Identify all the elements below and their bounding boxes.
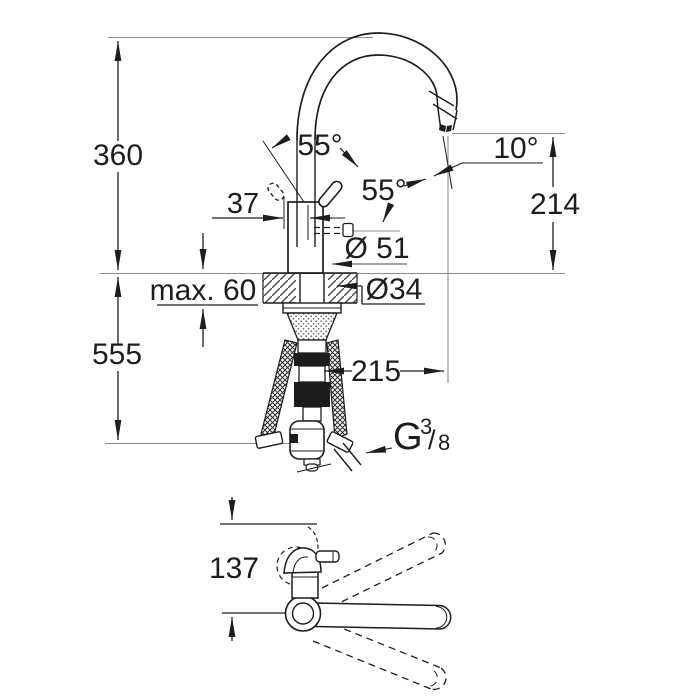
body-top-view [291, 569, 319, 599]
spout-outlet [428, 90, 458, 132]
dim-55deg-back: 55° [262, 129, 359, 203]
dim-214-label: 214 [530, 188, 580, 221]
dim-360: 360 [93, 41, 143, 270]
dim-215-label: 215 [351, 355, 401, 388]
dim-55deg-front-label: 55° [361, 174, 406, 207]
braided-hose-right [326, 339, 348, 440]
spout-hub-inner [291, 602, 315, 625]
dim-555-label: 555 [92, 338, 142, 371]
swivel-arm-down-dashed [312, 619, 447, 691]
supply-hoses [254, 339, 362, 472]
dim-max60-label: max. 60 [150, 274, 257, 307]
dimension-annotations: 360 555 214 37 Ø 51 [92, 41, 580, 641]
spout-outer-curve [296, 32, 458, 141]
dim-137-label: 137 [209, 552, 259, 585]
thread-tube-edge1 [333, 448, 353, 472]
mounting-cone [286, 312, 338, 341]
spout-inner-curve [314, 54, 438, 141]
dim-dia34: Ø34 [337, 273, 425, 306]
thread-tube-edge2 [342, 442, 362, 466]
lever-handle [318, 180, 343, 208]
dim-thread-g38: G 3 / 8 [296, 414, 450, 473]
faucet-body [287, 201, 324, 274]
dim-dia51-label: Ø 51 [344, 232, 409, 265]
swivel-arm-up-dashed [321, 532, 446, 608]
aerator-mark-left [439, 124, 446, 132]
dim-55deg-back-label: 55° [297, 129, 342, 162]
thread-slash: / [428, 425, 436, 455]
thread-numerator: 3 [420, 414, 432, 439]
mounting-assembly [282, 302, 342, 472]
thread-prefix: G [393, 416, 423, 458]
faucet-top-view [276, 526, 452, 691]
dim-215: 215 [324, 355, 444, 388]
dim-dia51: Ø 51 [332, 232, 410, 268]
dim-10deg-label: 10° [493, 132, 538, 165]
thread-denominator: 8 [438, 430, 450, 455]
counter-hatch-right [328, 274, 357, 303]
hose-fitting-left [254, 431, 284, 449]
hose-weight [289, 420, 325, 472]
lever-handle-raised-dashed [267, 182, 285, 201]
lever-up-dashed [307, 526, 319, 550]
dim-37-label: 37 [227, 188, 259, 220]
dim-214: 214 [530, 137, 580, 270]
dim-dia34-label: Ø34 [366, 273, 423, 306]
spout-arm-top-view [313, 602, 452, 630]
counter-hatch-left [263, 274, 296, 303]
handle-dome-top-view [283, 547, 322, 575]
dim-10deg: 10° [403, 132, 543, 190]
lever-handle-down-dashed [314, 222, 354, 238]
dim-max60: max. 60 [150, 233, 258, 347]
spout-arm-end-detail [435, 606, 448, 629]
dim-137: 137 [209, 497, 317, 641]
dim-37: 37 [212, 188, 345, 229]
dim-55deg-front: 55° [361, 174, 407, 223]
dim-360-label: 360 [93, 139, 143, 172]
faucet-side-view [267, 32, 458, 303]
lever-top-view [315, 550, 340, 563]
countertop-section [262, 272, 358, 304]
dim-555: 555 [92, 277, 142, 440]
reference-lines [100, 36, 565, 445]
aerator-mark-right [446, 125, 452, 132]
